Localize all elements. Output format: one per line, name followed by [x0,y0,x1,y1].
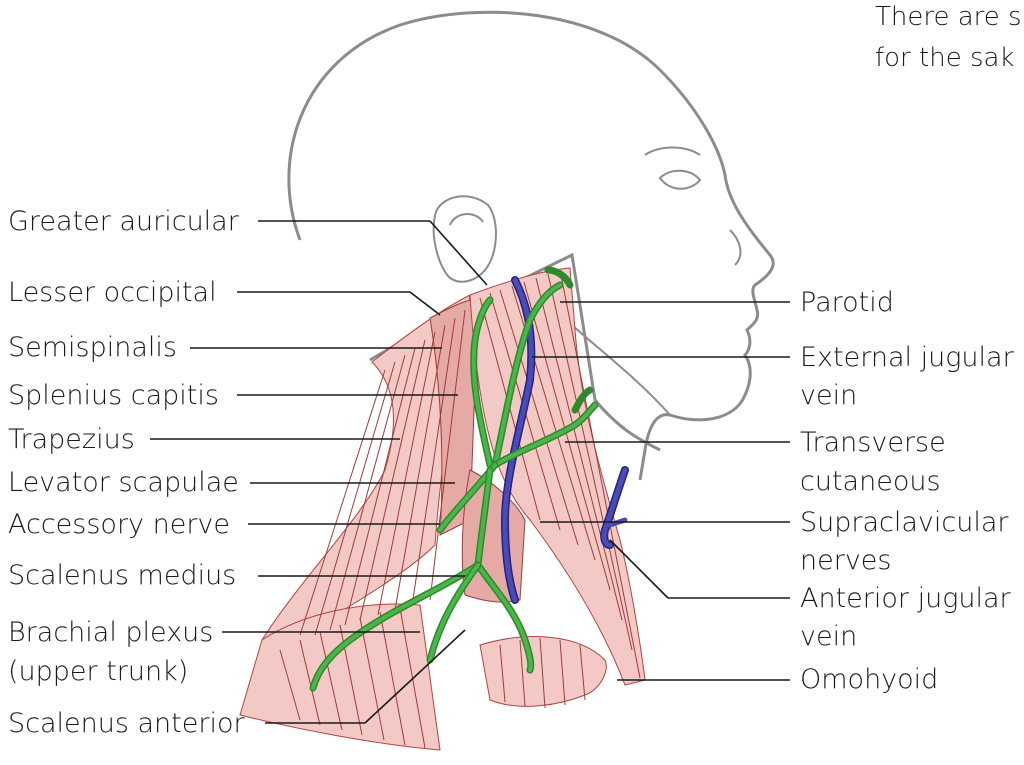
note-text: There are s for the sak [875,2,1022,73]
label-supraclavicular: Supraclavicular [800,507,1009,538]
label-upper-trunk: (upper trunk) [8,656,188,687]
label-cutaneous: cutaneous [800,466,941,497]
labels-left: Greater auricular Lesser occipital Semis… [8,206,245,739]
label-transverse: Transverse [800,427,946,458]
label-levator-scapulae: Levator scapulae [8,467,239,498]
splenius-capitis-muscle [429,299,479,536]
label-anterior-jugular-vein: vein [800,621,857,652]
label-parotid: Parotid [800,287,894,318]
label-anterior-jugular: Anterior jugular [800,583,1012,614]
label-semispinalis: Semispinalis [8,332,177,363]
note-line-2: for the sak [875,43,1014,73]
label-accessory-nerve: Accessory nerve [8,509,230,540]
label-trapezius: Trapezius [8,424,135,455]
label-external-jugular-vein: vein [800,380,857,411]
leader-lines [150,220,790,724]
label-brachial-plexus: Brachial plexus [8,617,213,648]
label-greater-auricular: Greater auricular [8,206,240,237]
label-nerves: nerves [800,545,891,576]
label-splenius-capitis: Splenius capitis [8,380,219,411]
pectoral-muscle [479,636,607,707]
label-omohyoid: Omohyoid [800,664,938,695]
label-external-jugular: External jugular [800,342,1015,373]
shoulder-muscle [239,603,441,751]
muscle-fibers [279,269,641,749]
nerves [309,266,599,692]
label-lesser-occipital: Lesser occipital [8,277,217,308]
note-line-1: There are s [875,2,1022,32]
label-scalenus-medius: Scalenus medius [8,560,236,591]
labels-right: Parotid External jugular vein Transverse… [800,287,1015,695]
label-scalenus-anterior: Scalenus anterior [8,708,245,739]
